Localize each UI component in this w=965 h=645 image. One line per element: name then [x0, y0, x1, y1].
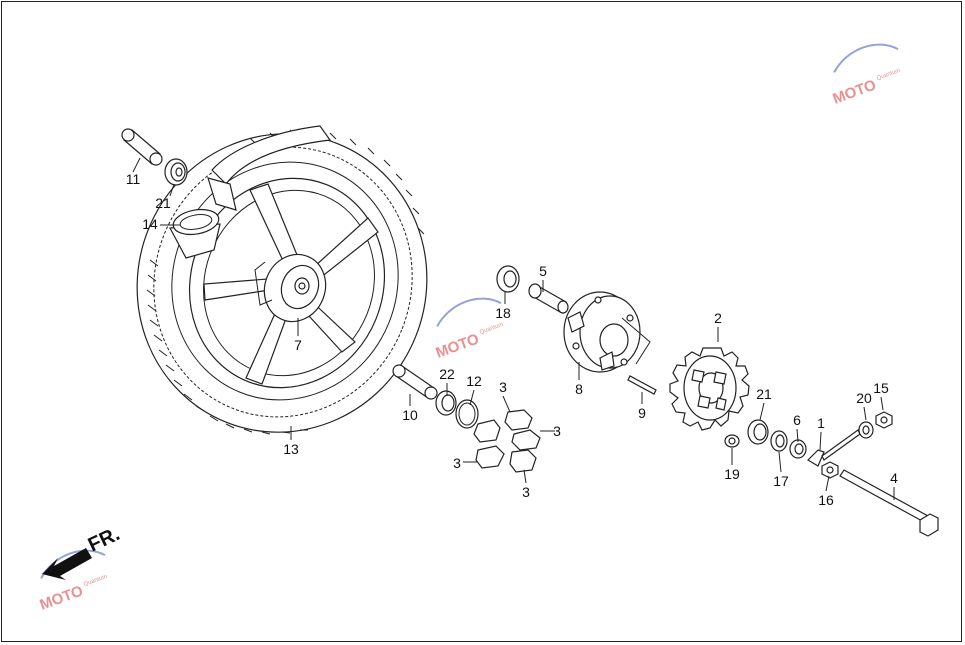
- callout-c3a: 3: [499, 379, 507, 395]
- svg-text:Quantum: Quantum: [876, 68, 901, 82]
- part-3-dampers: [473, 409, 541, 473]
- callout-c9: 9: [638, 405, 646, 421]
- callout-c14: 14: [142, 216, 158, 232]
- front-arrow-icon: [42, 548, 92, 580]
- part-2-rear-sprocket: [669, 347, 750, 431]
- leader-line-c20: [863, 406, 867, 421]
- callout-c5: 5: [539, 263, 547, 279]
- leader-line-c12: [469, 389, 475, 406]
- part-8-driven-flange: [563, 291, 651, 373]
- watermark-top-right: MOTO Quantum: [831, 43, 901, 108]
- callout-c16: 16: [818, 492, 834, 508]
- callout-c18: 18: [495, 305, 511, 321]
- callout-c17: 17: [773, 473, 789, 489]
- leader-line-c11: [132, 157, 141, 173]
- leader-line-c3a: [502, 395, 511, 413]
- svg-text:Quantum: Quantum: [83, 574, 108, 588]
- part-10-collar: [392, 364, 438, 400]
- watermark-bottom-left: MOTO Quantum: [38, 549, 108, 614]
- part-11-collar: [121, 128, 163, 166]
- part-22-bearing: [435, 390, 457, 416]
- part-14-valve-tube: [169, 208, 221, 259]
- callout-c10: 10: [402, 407, 418, 423]
- callout-c3d: 3: [522, 484, 530, 500]
- part-1-chain-adjuster: [807, 429, 861, 467]
- front-direction-indicator: FR.: [42, 523, 123, 580]
- leader-line-c6: [796, 428, 799, 443]
- callout-c12: 12: [466, 373, 482, 389]
- part-9-stud-bolt: [627, 375, 657, 395]
- part-20-washer: [858, 421, 874, 439]
- svg-text:MOTO: MOTO: [434, 330, 482, 361]
- callout-c3c: 3: [453, 455, 461, 471]
- part-5-collar: [528, 283, 569, 314]
- part-12-o-ring: [455, 399, 479, 429]
- callout-c4: 4: [890, 470, 898, 486]
- callout-c13: 13: [283, 441, 299, 457]
- part-18-bearing: [496, 265, 520, 293]
- callout-c3b: 3: [553, 423, 561, 439]
- leader-line-c3d: [523, 469, 527, 484]
- part-4-rear-axle: [839, 469, 939, 537]
- part-17-oil-seal: [770, 430, 788, 452]
- part-21-bearing-left: [164, 158, 188, 186]
- callout-c21a: 21: [155, 195, 171, 211]
- callout-c21b: 21: [756, 386, 772, 402]
- callout-c7: 7: [294, 337, 302, 353]
- callout-c22: 22: [439, 366, 455, 382]
- callout-c1: 1: [817, 415, 825, 431]
- part-19-nut: [724, 434, 740, 448]
- svg-text:MOTO: MOTO: [831, 76, 879, 107]
- rear-wheel: [136, 125, 428, 435]
- svg-text:Quantum: Quantum: [479, 322, 504, 336]
- callout-c15: 15: [873, 380, 889, 396]
- leader-line-c15: [880, 396, 884, 411]
- callout-c19: 19: [724, 466, 740, 482]
- callout-c8: 8: [575, 381, 583, 397]
- part-16-nut: [821, 461, 839, 479]
- leader-line-c21b: [759, 402, 765, 421]
- callout-c20: 20: [856, 390, 872, 406]
- leader-line-c17: [778, 451, 782, 473]
- leader-line-c21a: [169, 183, 175, 197]
- leader-line-c16: [825, 475, 830, 492]
- callout-c11: 11: [126, 171, 141, 187]
- callout-c2: 2: [714, 310, 722, 326]
- part-15-nut: [875, 411, 893, 429]
- part-6-side-collar: [789, 439, 807, 459]
- watermark-center: MOTO Quantum: [434, 297, 504, 362]
- leader-line-c1: [819, 431, 822, 451]
- callout-c6: 6: [793, 412, 801, 428]
- part-21-bearing-right: [747, 419, 769, 445]
- svg-text:MOTO: MOTO: [38, 582, 86, 613]
